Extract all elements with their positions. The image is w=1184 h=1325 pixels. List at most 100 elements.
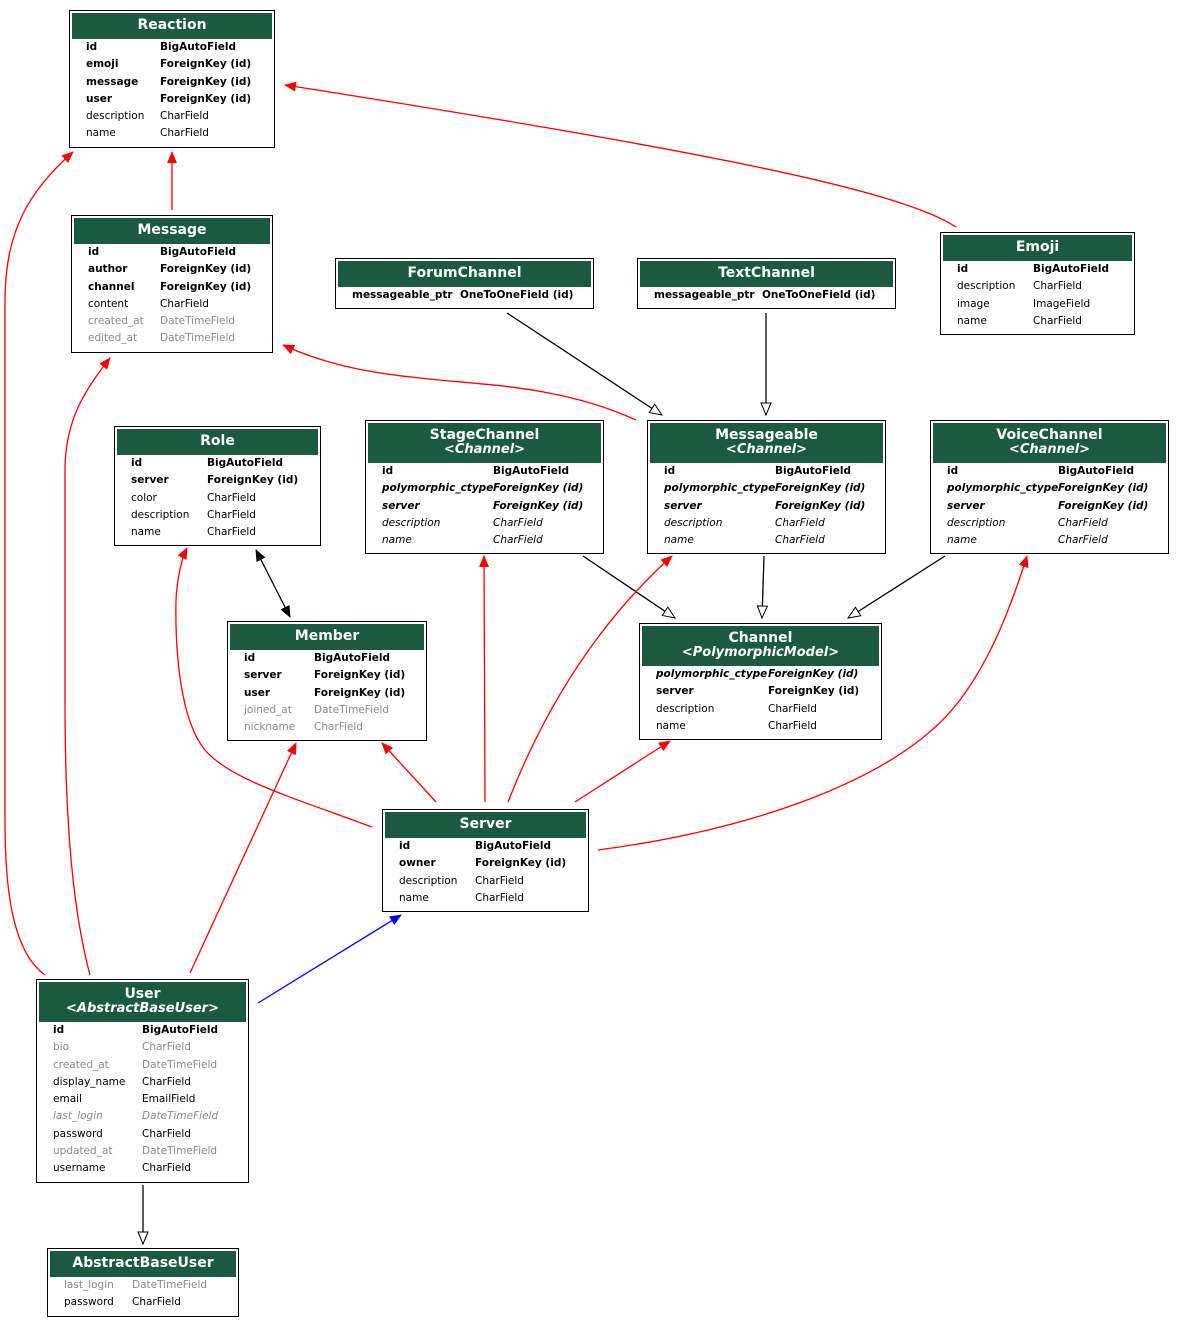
node-header: User <AbstractBaseUser> — [39, 982, 246, 1022]
field-name: username — [53, 1162, 106, 1175]
edge-user-reaction — [4, 151, 74, 976]
field-name: name — [947, 534, 977, 547]
node-title: Member — [294, 628, 360, 644]
field-type: ForeignKey (id) — [768, 685, 860, 698]
node-subtitle: <AbstractBaseUser> — [66, 1001, 219, 1016]
node-header: Role — [117, 429, 318, 455]
field-name: name — [382, 534, 412, 547]
node-header: Message — [74, 218, 270, 244]
field-type: CharField — [207, 508, 256, 521]
field-type: ForeignKey (id) — [314, 669, 406, 682]
field-name: id — [244, 652, 256, 664]
field-name: messageable_ptr — [654, 289, 755, 301]
field-name: name — [399, 891, 429, 904]
field-type: DateTimeField — [142, 1058, 218, 1071]
node-subtitle: <Channel> — [1008, 442, 1091, 457]
field-row: emoji ForeignKey (id) — [72, 56, 272, 73]
field-type: CharField — [142, 1075, 191, 1088]
field-type: DateTimeField — [132, 1279, 208, 1291]
field-name: last_login — [64, 1279, 114, 1291]
field-type: ForeignKey (id) — [160, 58, 252, 71]
field-name: polymorphic_ctype — [382, 482, 494, 495]
field-name: joined_at — [244, 703, 292, 716]
edge-emoji-reaction — [284, 81, 957, 228]
node-title: Messageable — [715, 427, 818, 443]
field-row: name CharField — [117, 524, 318, 541]
field-type: CharField — [142, 1041, 191, 1054]
field-name: display_name — [53, 1075, 126, 1088]
node-title: TextChannel — [718, 265, 815, 281]
node-header: TextChannel — [640, 261, 893, 287]
field-name: password — [53, 1127, 103, 1140]
field-name: emoji — [86, 58, 119, 71]
field-name: edited_at — [88, 332, 138, 345]
field-name: server — [656, 685, 694, 698]
field-type: BigAutoField — [207, 457, 283, 469]
field-row: display_name CharField — [39, 1074, 246, 1091]
field-name: updated_at — [53, 1145, 113, 1158]
node-title: Server — [459, 816, 512, 832]
edge-server-stagechannel — [479, 555, 490, 803]
field-name: name — [86, 127, 116, 140]
field-name: user — [86, 92, 113, 105]
edge-server-messageable — [507, 555, 673, 803]
field-type: CharField — [768, 702, 817, 715]
field-name: description — [957, 280, 1016, 293]
field-name: description — [382, 516, 441, 529]
node-textchannel: TextChannel messageable_ptr OneToOneField… — [637, 258, 896, 310]
field-type: OneToOneField (id) — [762, 289, 876, 301]
node-header: Member — [230, 624, 424, 650]
field-name: id — [664, 465, 676, 477]
field-name: polymorphic_ctype — [664, 482, 776, 495]
field-type: ForeignKey (id) — [493, 482, 584, 495]
field-type: CharField — [160, 297, 209, 310]
field-type: ForeignKey (id) — [314, 686, 406, 699]
field-name: name — [131, 526, 161, 539]
field-name: messageable_ptr — [352, 289, 453, 301]
field-type: CharField — [314, 721, 363, 734]
field-type: ForeignKey (id) — [775, 499, 866, 512]
field-name: id — [957, 263, 969, 275]
field-row: messageable_ptr OneToOneField (id) — [640, 287, 893, 304]
field-type: CharField — [207, 526, 256, 539]
field-type: CharField — [775, 516, 825, 529]
field-name: server — [131, 474, 169, 487]
field-type: CharField — [1058, 516, 1108, 529]
edge-server-channel — [574, 740, 671, 803]
field-name: polymorphic_ctype — [656, 668, 768, 680]
field-type: ForeignKey (id) — [775, 482, 866, 495]
field-name: id — [399, 840, 411, 852]
